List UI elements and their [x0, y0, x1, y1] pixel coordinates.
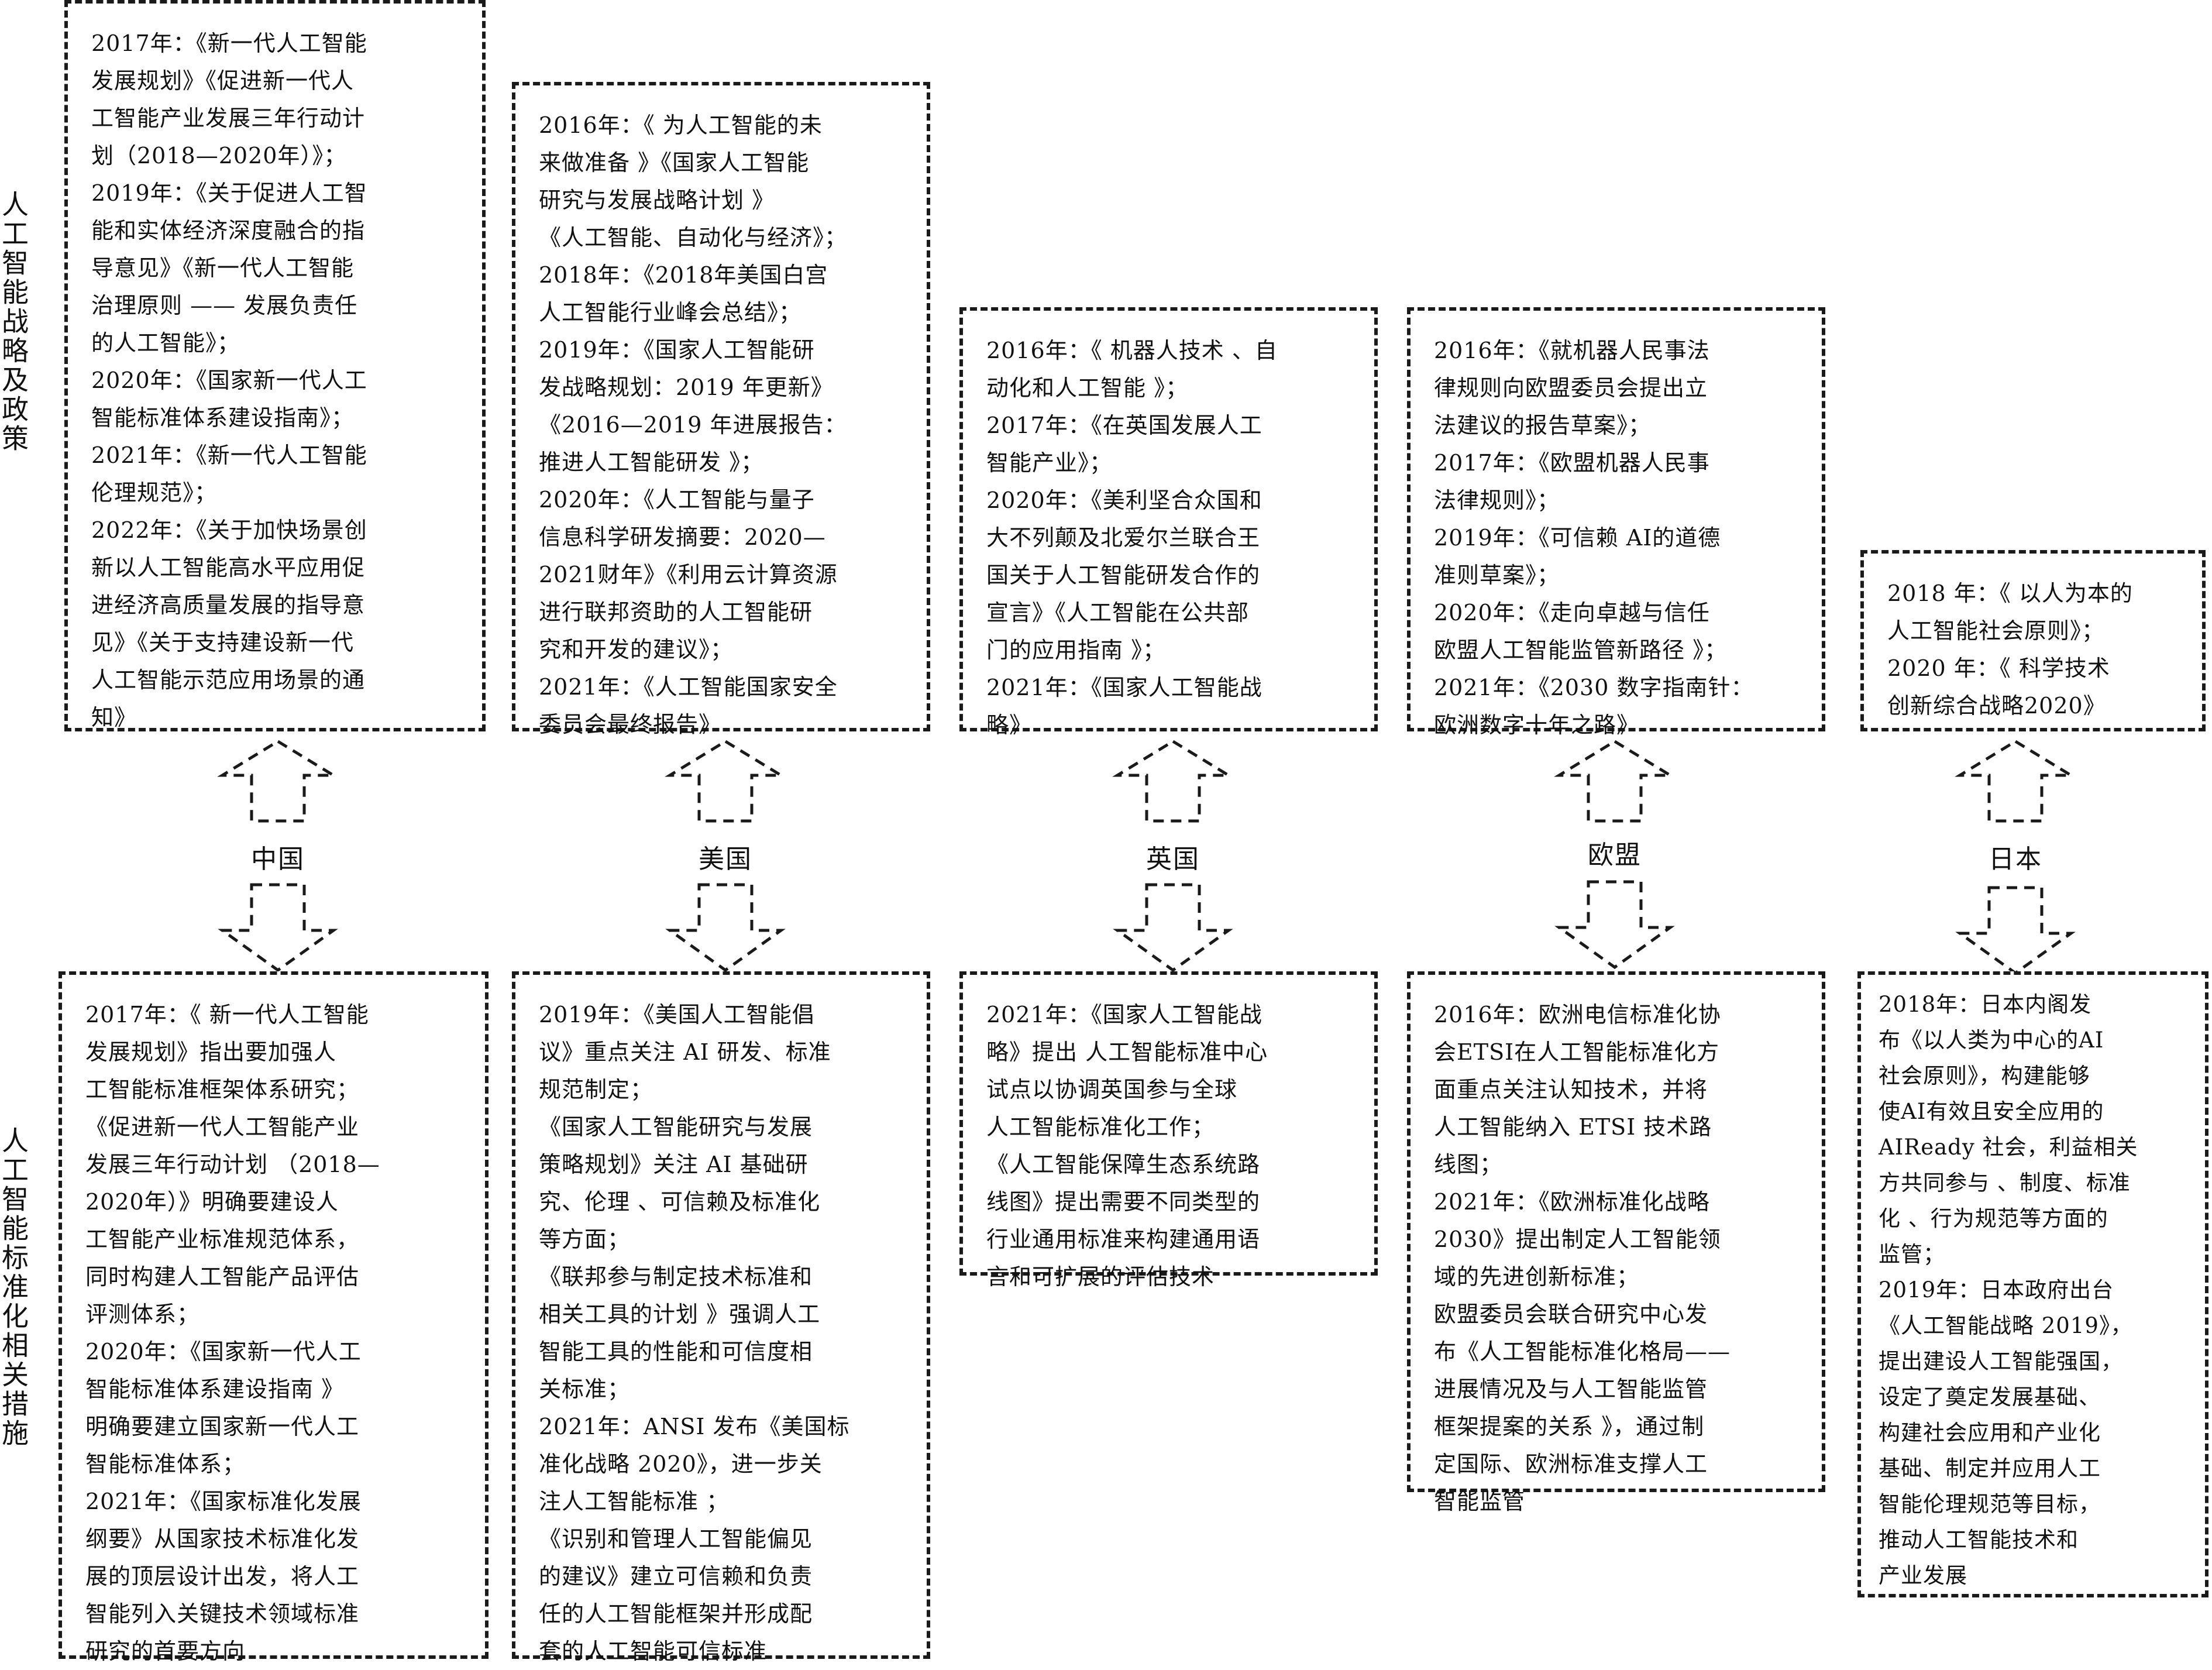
standards-text-eu: 2016年：欧洲电信标准化协 会ETSI在人工智能标准化方 面重点关注认知技术，… [1434, 1002, 1731, 1514]
strategy-text-japan: 2018 年：《 以人为本的 人工智能社会原则》； 2020 年：《 科学技术 … [1887, 580, 2133, 719]
up-arrow-japan [1955, 740, 2076, 823]
standards-box-uk: 2021年：《国家人工智能战 略》提出 人工智能标准中心 试点以协调英国参与全球… [959, 971, 1378, 1290]
side-label-standards: 人工智能标准化相关措施 [0, 1126, 29, 1448]
standards-box-usa: 2019年：《美国人工智能倡 议》重点关注 AI 研发、标准 规范制定； 《国家… [512, 971, 930, 1664]
region-label-japan: 日本 [1989, 844, 2042, 874]
up-arrow-eu [1554, 740, 1676, 823]
down-arrow-japan [1955, 886, 2076, 975]
up-arrow-uk [1112, 740, 1234, 823]
strategy-text-usa: 2016年：《 为人工智能的未 来做准备 》《国家人工智能 研究与发展战略计划 … [539, 112, 848, 737]
region-label-eu: 欧盟 [1588, 840, 1642, 870]
region-label-china: 中国 [251, 844, 305, 874]
down-arrow-uk [1113, 883, 1233, 973]
standards-box-china: 2017年：《 新一代人工智能 发展规划》指出要加强人 工智能标准框架体系研究；… [59, 971, 489, 1664]
standards-text-japan: 2018年：日本内阁发 布《以人类为中心的AI 社会原则》，构建能够 使AI有效… [1879, 992, 2138, 1588]
region-label-usa: 美国 [699, 844, 752, 874]
up-arrow-china [217, 740, 339, 823]
strategy-box-uk: 2016年：《 机器人技术 、自 动化和人工智能 》； 2017年：《在英国发展… [959, 307, 1378, 738]
strategy-text-eu: 2016年：《就机器人民事法 律规则向欧盟委员会提出立 法建议的报告草案》； 2… [1434, 338, 1754, 738]
down-arrow-china [218, 883, 338, 973]
standards-text-usa: 2019年：《美国人工智能倡 议》重点关注 AI 研发、标准 规范制定； 《国家… [539, 1002, 850, 1664]
strategy-text-uk: 2016年：《 机器人技术 、自 动化和人工智能 》； 2017年：《在英国发展… [986, 338, 1278, 738]
region-label-uk: 英国 [1146, 844, 1200, 874]
standards-box-eu: 2016年：欧洲电信标准化协 会ETSI在人工智能标准化方 面重点关注认知技术，… [1407, 971, 1825, 1514]
standards-box-japan: 2018年：日本内阁发 布《以人类为中心的AI 社会原则》，构建能够 使AI有效… [1857, 971, 2208, 1597]
down-arrow-usa [665, 883, 786, 973]
side-label-strategy: 人工智能战略及政策 [0, 190, 29, 453]
strategy-box-eu: 2016年：《就机器人民事法 律规则向欧盟委员会提出立 法建议的报告草案》； 2… [1407, 307, 1825, 738]
down-arrow-eu [1554, 880, 1675, 970]
strategy-box-china: 2017年：《新一代人工智能 发展规划》《促进新一代人 工智能产业发展三年行动计… [64, 0, 486, 731]
strategy-box-usa: 2016年：《 为人工智能的未 来做准备 》《国家人工智能 研究与发展战略计划 … [512, 82, 930, 737]
strategy-text-china: 2017年：《新一代人工智能 发展规划》《促进新一代人 工智能产业发展三年行动计… [91, 30, 367, 730]
up-arrow-usa [665, 740, 786, 823]
strategy-box-japan: 2018 年：《 以人为本的 人工智能社会原则》； 2020 年：《 科学技术 … [1860, 550, 2206, 731]
standards-text-uk: 2021年：《国家人工智能战 略》提出 人工智能标准中心 试点以协调英国参与全球… [986, 1002, 1268, 1290]
standards-text-china: 2017年：《 新一代人工智能 发展规划》指出要加强人 工智能标准框架体系研究；… [85, 1002, 380, 1664]
